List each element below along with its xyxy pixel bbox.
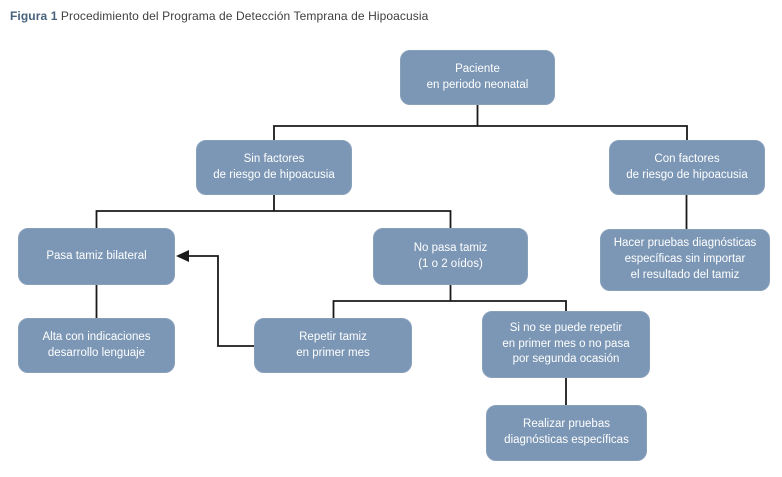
- node-no-repetir-segunda-ocasion: Si no se puede repetir en primer mes o n…: [482, 311, 650, 378]
- connector-repetir-pasa-feedback: [188, 255, 254, 347]
- figure-title: Figura 1 Procedimiento del Programa de D…: [10, 9, 428, 23]
- figure-title-label: Figura 1: [10, 9, 58, 23]
- connector-paciente-branch: [273, 105, 688, 140]
- node-no-pasa-tamiz: No pasa tamiz (1 o 2 oídos): [373, 228, 528, 285]
- figure-title-text: Procedimiento del Programa de Detección …: [57, 9, 429, 23]
- node-con-factores-riesgo: Con factores de riesgo de hipoacusia: [609, 140, 765, 195]
- node-sin-factores-riesgo: Sin factores de riesgo de hipoacusia: [196, 140, 352, 195]
- node-repetir-tamiz: Repetir tamiz en primer mes: [254, 318, 412, 373]
- connector-sin-branch: [95, 195, 452, 228]
- node-hacer-pruebas-diagnosticas: Hacer pruebas diagnósticas específicas s…: [600, 229, 770, 291]
- node-alta-indicaciones: Alta con indicaciones desarrollo lenguaj…: [18, 318, 175, 373]
- node-pasa-tamiz-bilateral: Pasa tamiz bilateral: [18, 228, 175, 285]
- node-paciente-neonatal: Paciente en periodo neonatal: [400, 50, 555, 105]
- node-realizar-pruebas-diagnosticas: Realizar pruebas diagnósticas específica…: [486, 405, 647, 461]
- arrowhead-pasa-tamiz: [176, 250, 189, 262]
